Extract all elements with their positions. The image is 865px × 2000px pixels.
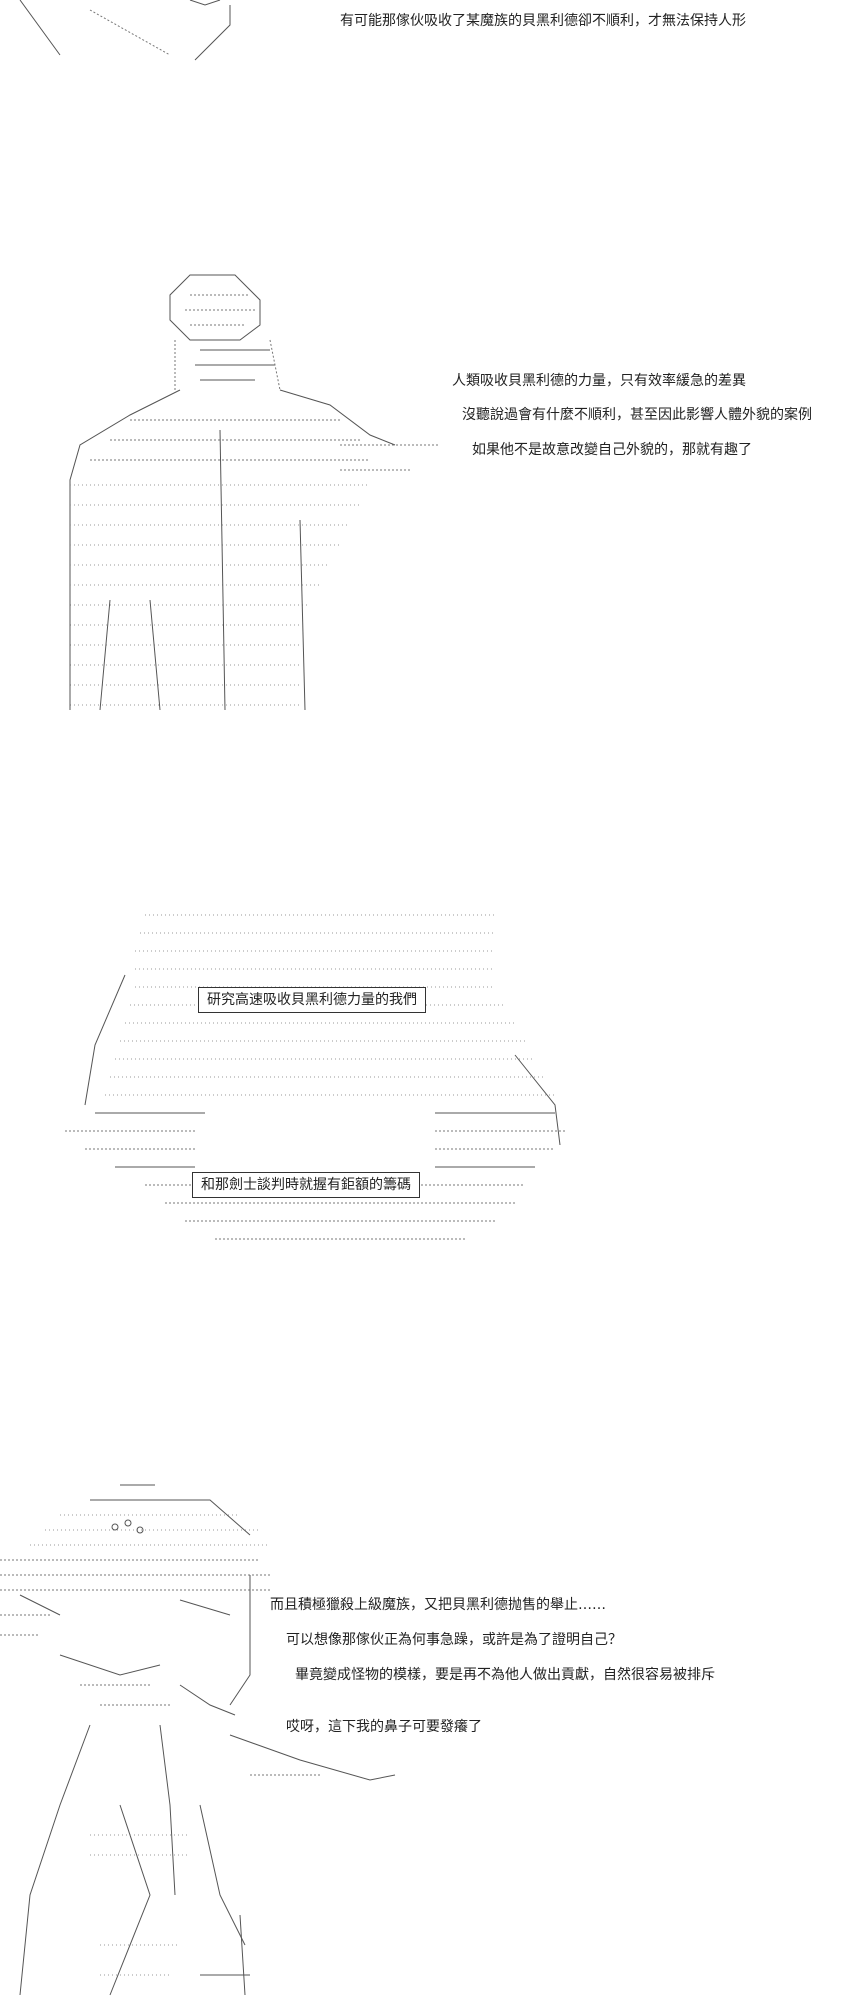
panel3-box-2: 和那劍士談判時就握有鉅額的籌碼	[192, 1172, 420, 1198]
panel4-line-2: 可以想像那傢伙正為何事急躁，或許是為了證明自己？	[286, 1632, 622, 1648]
panel2-line-1: 人類吸收貝黑利德的力量，只有效率緩急的差異	[452, 373, 746, 389]
panel4-line-4: 哎呀，這下我的鼻子可要發癢了	[286, 1719, 482, 1735]
panel2-line-2: 沒聽說過會有什麼不順利，甚至因此影響人體外貌的案例	[462, 407, 812, 423]
ascii-art-standing-figure	[40, 270, 460, 720]
panel1-caption: 有可能那傢伙吸收了某魔族的貝黑利德卻不順利，才無法保持人形	[340, 13, 746, 29]
ascii-art-crowd-wave	[55, 905, 575, 1275]
ascii-art-fragment-top	[0, 0, 240, 70]
panel4-line-3: 畢竟變成怪物的模樣，要是再不為他人做出貢獻，自然很容易被排斥	[295, 1667, 715, 1683]
ascii-art-pointing-figure	[0, 1475, 420, 2000]
panel4-line-1: 而且積極獵殺上級魔族，又把貝黑利德抛售的舉止……	[270, 1597, 606, 1613]
panel3-box-1: 研究高速吸收貝黑利德力量的我們	[198, 987, 426, 1013]
panel2-line-3: 如果他不是故意改變自己外貌的，那就有趣了	[472, 442, 752, 458]
